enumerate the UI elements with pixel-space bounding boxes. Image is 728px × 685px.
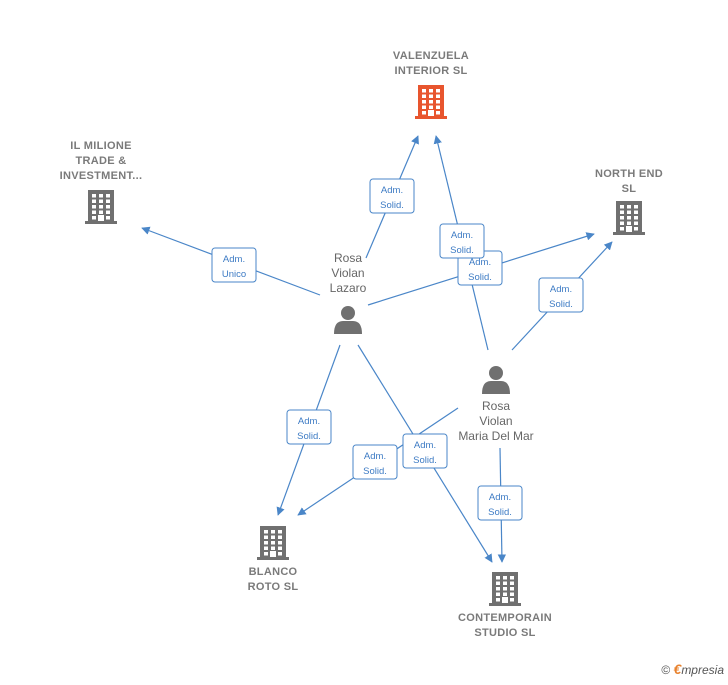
role-text: Solid.	[468, 272, 492, 283]
node-label: INTERIOR SL	[395, 65, 468, 77]
person-icon	[482, 366, 510, 394]
person-icon	[334, 306, 362, 334]
node-contemporain[interactable]: CONTEMPORAIN STUDIO SL	[458, 572, 552, 639]
role-badge-box	[352, 444, 398, 480]
node-label: SL	[622, 183, 637, 195]
node-label: STUDIO SL	[474, 627, 535, 639]
node-label: CONTEMPORAIN	[458, 612, 552, 624]
node-label: TRADE &	[76, 155, 127, 167]
role-text: Adm.	[298, 416, 320, 427]
building-icon	[85, 190, 117, 224]
node-label: Lazaro	[330, 281, 367, 295]
role-text: Adm.	[364, 451, 386, 462]
node-label: Rosa	[482, 399, 510, 413]
role-badge[interactable]: Adm. Solid.	[369, 178, 415, 214]
role-badge-box	[402, 433, 448, 469]
copyright-symbol: ©	[661, 663, 671, 677]
building-icon	[257, 526, 289, 560]
node-label: Violan	[331, 266, 364, 280]
role-text: Solid.	[450, 245, 474, 256]
role-text: Solid.	[380, 200, 404, 211]
node-label: Maria Del Mar	[458, 429, 533, 443]
role-text: Adm.	[489, 492, 511, 503]
role-badge[interactable]: Adm. Solid.	[457, 250, 503, 286]
node-valenzuela[interactable]: VALENZUELA INTERIOR SL	[393, 50, 469, 119]
building-icon	[489, 572, 521, 606]
role-text: Adm.	[381, 185, 403, 196]
building-icon	[415, 85, 447, 119]
brand-name: mpresia	[681, 663, 724, 677]
role-badge-box	[369, 178, 415, 214]
role-badge[interactable]: Adm. Solid.	[352, 444, 398, 480]
role-badge[interactable]: Adm. Solid.	[286, 409, 332, 445]
role-text: Solid.	[413, 455, 437, 466]
role-badge-box	[538, 277, 584, 313]
role-badge[interactable]: Adm. Solid.	[538, 277, 584, 313]
node-blanco[interactable]: BLANCO ROTO SL	[248, 526, 299, 593]
role-text: Adm.	[223, 254, 245, 265]
role-badge[interactable]: Adm. Solid.	[439, 223, 485, 259]
building-icon	[613, 201, 645, 235]
role-text: Solid.	[363, 466, 387, 477]
role-badge-box	[439, 223, 485, 259]
role-text: Adm.	[469, 257, 491, 268]
node-north-end[interactable]: NORTH END SL	[595, 168, 663, 235]
role-badge[interactable]: Adm. Solid.	[402, 433, 448, 469]
role-badge[interactable]: Adm. Unico	[211, 247, 257, 283]
node-label: INVESTMENT...	[60, 170, 143, 182]
role-text: Solid.	[488, 507, 512, 518]
node-label: ROTO SL	[248, 581, 299, 593]
role-text: Adm.	[414, 440, 436, 451]
role-text: Adm.	[550, 284, 572, 295]
brand-initial: €	[673, 661, 682, 677]
role-badge-box	[477, 485, 523, 521]
node-label: NORTH END	[595, 168, 663, 180]
role-badge-box	[211, 247, 257, 283]
node-label: IL MILIONE	[70, 140, 131, 152]
role-text: Solid.	[549, 299, 573, 310]
role-text: Solid.	[297, 431, 321, 442]
role-badge[interactable]: Adm. Solid.	[477, 485, 523, 521]
node-label: BLANCO	[249, 566, 298, 578]
role-text: Unico	[222, 269, 246, 280]
role-badge-box	[286, 409, 332, 445]
node-label: VALENZUELA	[393, 50, 469, 62]
role-text: Adm.	[451, 230, 473, 241]
node-label: Rosa	[334, 251, 362, 265]
empresia-watermark: © €mpresia	[661, 661, 724, 677]
node-label: Violan	[479, 414, 512, 428]
node-il-milione[interactable]: IL MILIONE TRADE & INVESTMENT...	[60, 140, 143, 224]
